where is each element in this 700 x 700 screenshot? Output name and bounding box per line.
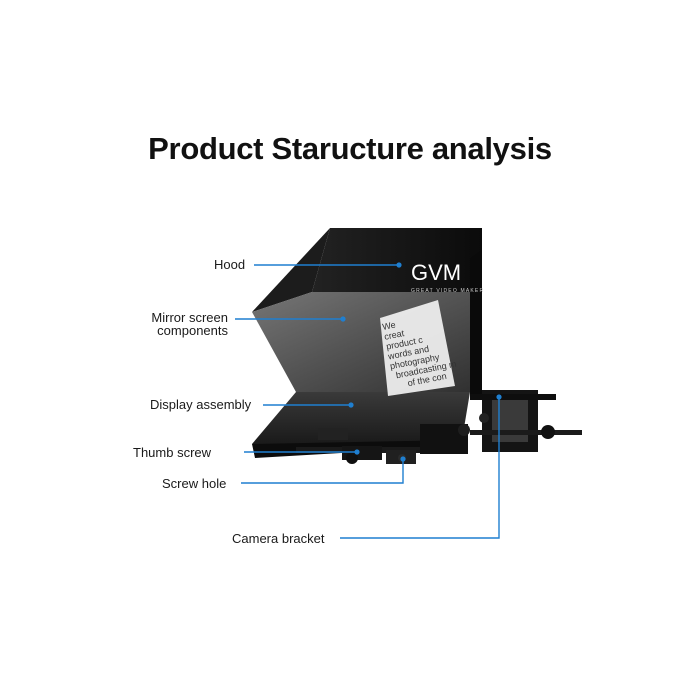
- camera-bracket-rail-top: [470, 394, 556, 400]
- hood-top: [312, 228, 482, 292]
- label-display-assembly: Display assembly: [150, 397, 252, 412]
- screw-hole-leader-line: [241, 459, 404, 484]
- hood-front-panel: [470, 250, 482, 400]
- screen-reflection: [380, 300, 455, 396]
- camera-bracket-leader-line: [340, 397, 500, 539]
- thumb-screw-leader-dot: [354, 449, 360, 455]
- camera-bracket-knob: [458, 424, 470, 436]
- hood-leader-dot: [396, 262, 402, 268]
- screen-text-line: We: [381, 320, 396, 332]
- page-title: Product Staructure analysis: [148, 131, 552, 166]
- rail-clamp: [318, 428, 348, 440]
- hood-side-panel: [252, 228, 330, 312]
- camera-bracket-knob: [479, 413, 489, 423]
- leader-lines: [235, 262, 502, 539]
- camera-bracket-knob: [541, 425, 555, 439]
- label-thumb-screw: Thumb screw: [133, 445, 212, 460]
- mirror-leader-dot: [340, 316, 346, 322]
- screw-hole-leader-dot: [400, 456, 406, 462]
- label-camera-bracket: Camera bracket: [232, 531, 325, 546]
- gvm-tagline: GREAT VIDEO MAKER: [411, 288, 484, 294]
- label-screw-hole: Screw hole: [162, 476, 227, 491]
- camera-bracket-window: [492, 400, 528, 442]
- label-mirror-screen-line1: Mirror screen: [151, 310, 228, 325]
- screen-text-block: We creat product c words and photography…: [381, 320, 457, 389]
- screen-text-line: creat: [383, 328, 405, 342]
- label-hood: Hood: [214, 257, 246, 272]
- thumb-screw-knob: [346, 452, 358, 464]
- camera-bracket-rod: [470, 430, 582, 435]
- camera-bracket-leader-dot: [496, 394, 502, 400]
- display-leader-dot: [348, 402, 354, 408]
- gvm-logo: GVM: [411, 260, 461, 285]
- display-base-plate: [252, 392, 470, 452]
- label-mirror-screen-line2: components: [157, 323, 228, 338]
